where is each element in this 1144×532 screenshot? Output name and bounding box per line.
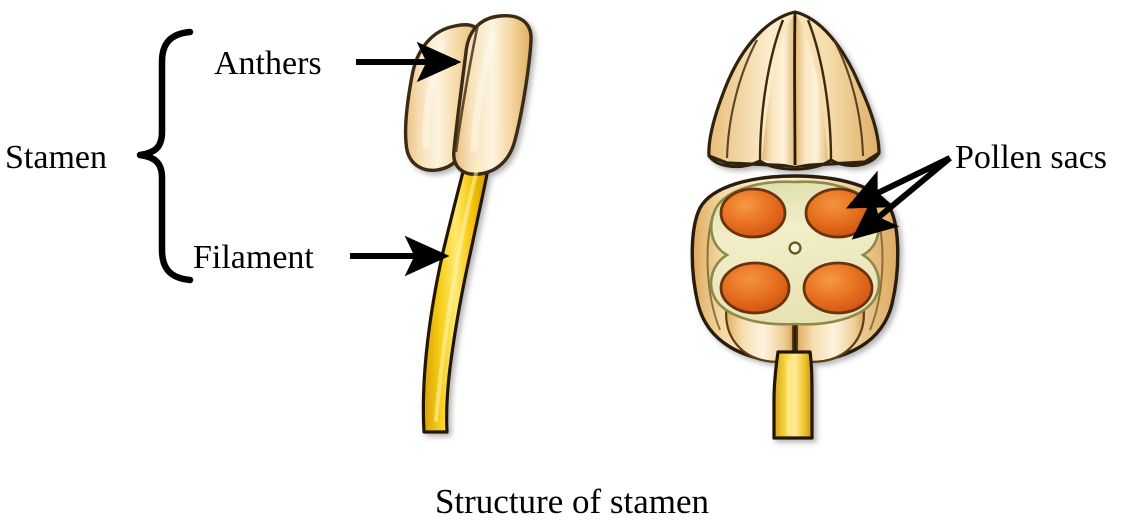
- label-pollen-sacs: Pollen sacs: [955, 139, 1107, 176]
- cap-ridge-3: [806, 19, 833, 161]
- pollen-sac-lower-right: [802, 261, 874, 315]
- anther-groove: [454, 23, 480, 153]
- filament-highlight: [434, 160, 481, 422]
- cap-ridge-4: [725, 39, 758, 159]
- pollen-sacs-leader-arrow-lower: [851, 155, 952, 240]
- anther-cap: [707, 10, 881, 171]
- cap-segment-2: [762, 14, 795, 166]
- label-anthers: Anthers: [214, 45, 322, 82]
- label-filament: Filament: [193, 239, 314, 276]
- cap-ridge-5: [833, 39, 865, 157]
- vascular-bundle-dot: [788, 241, 802, 255]
- figure-caption: Structure of stamen: [435, 482, 709, 521]
- cap-segment-3: [795, 14, 828, 166]
- cap-ridge-2: [758, 19, 785, 162]
- anther-highlight-right: [470, 30, 498, 152]
- pollen-sac-upper-left: [719, 187, 787, 239]
- whole-stamen-figure: [403, 14, 533, 434]
- label-stamen: Stamen: [5, 139, 107, 176]
- anther-lower-body: [690, 174, 900, 364]
- cap-base-scallop: [707, 152, 881, 171]
- stamen-brace: [136, 28, 194, 284]
- pollen-sac-lower-left: [719, 261, 791, 315]
- anther-section-figure: [690, 10, 900, 440]
- filament-stub: [772, 350, 814, 440]
